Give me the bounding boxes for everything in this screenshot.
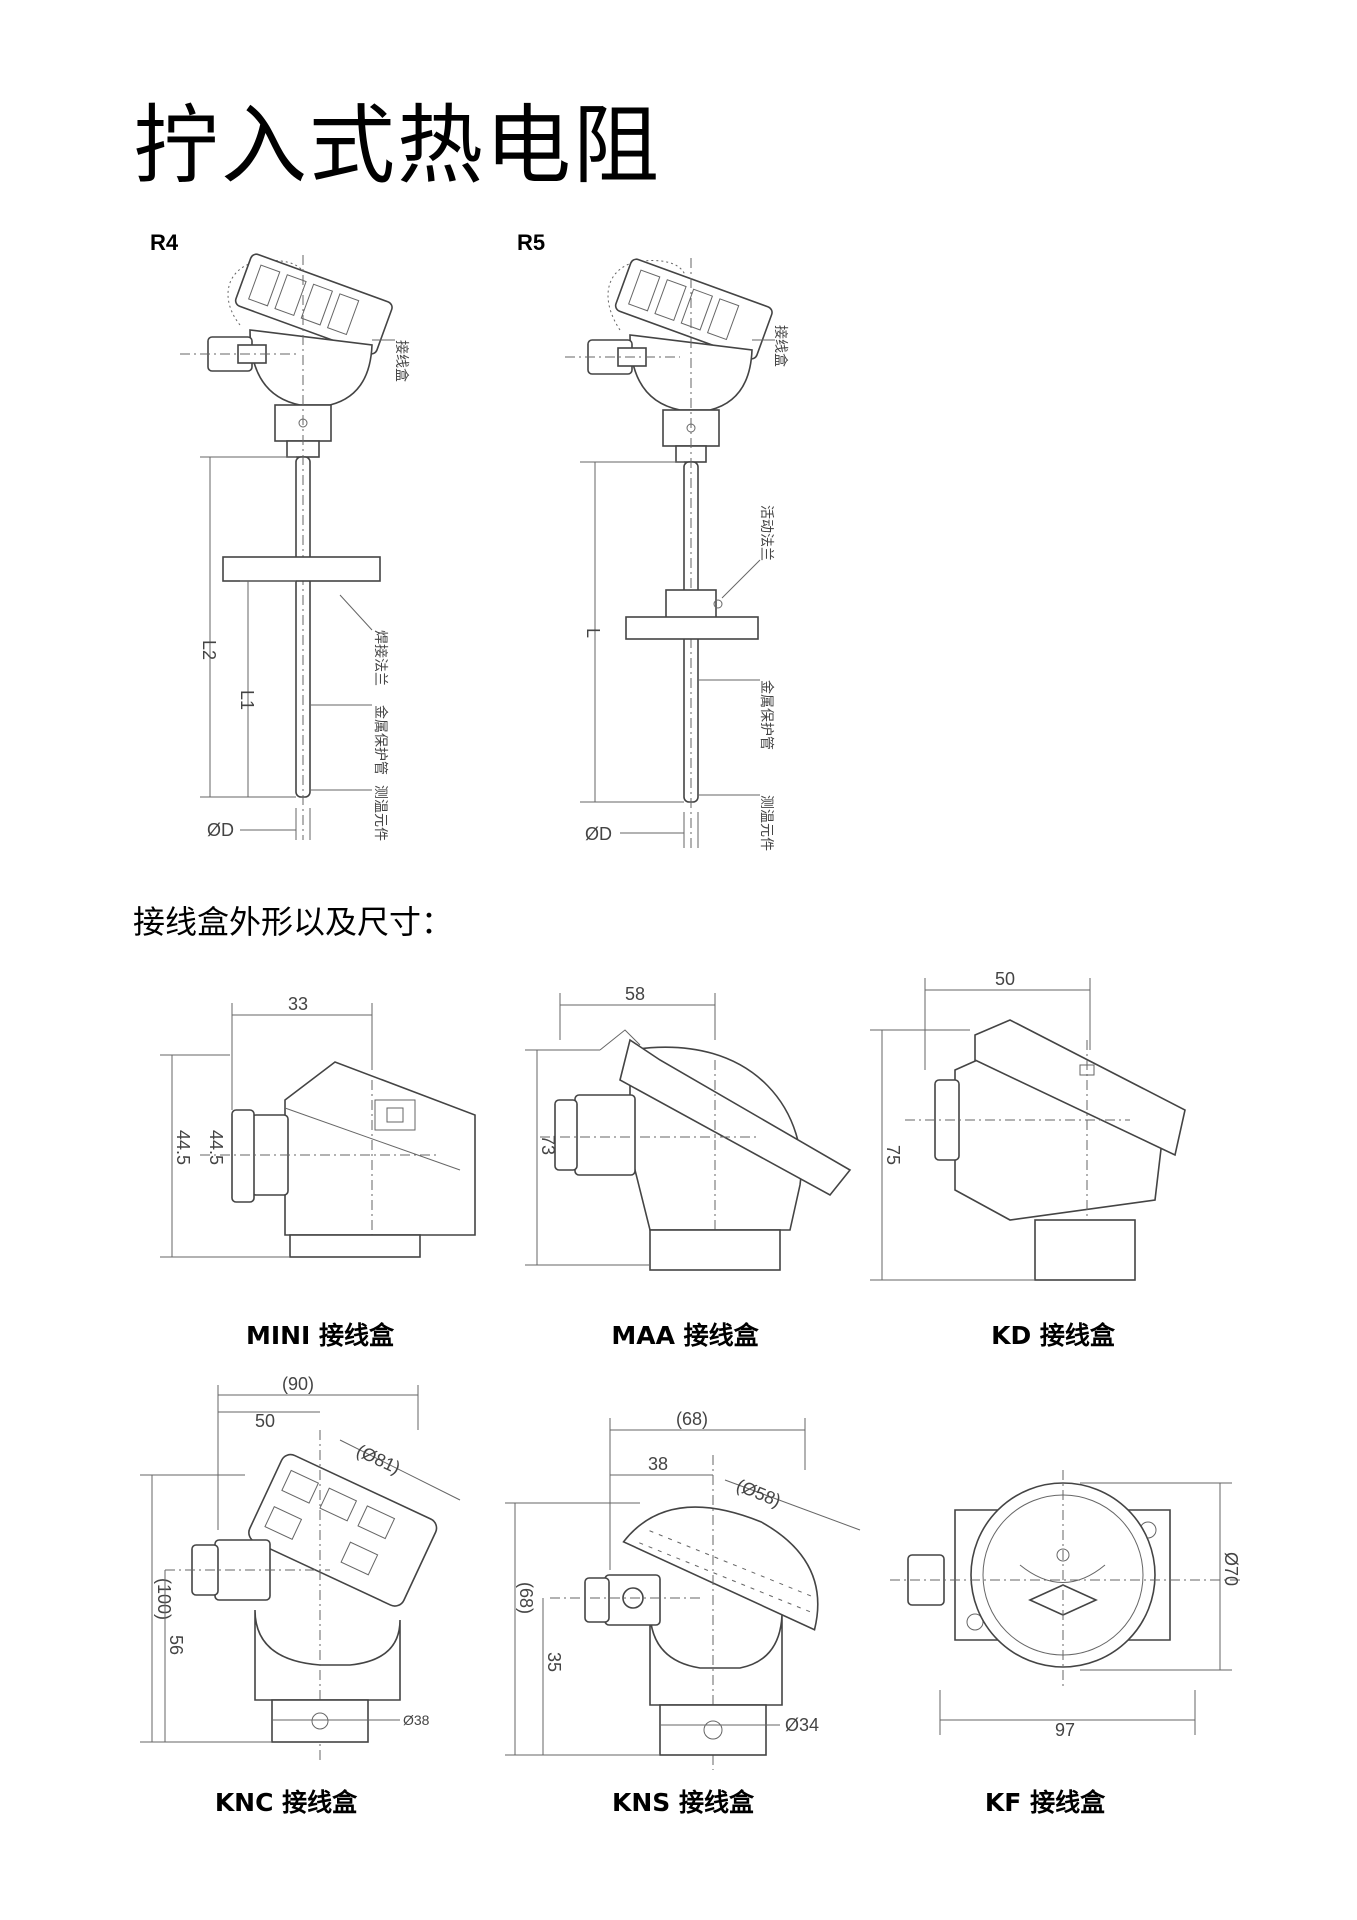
knc-box-drawing: (90) 50 (Ø81) (100) 56 Ø38: [140, 1374, 461, 1760]
mini-dim-width: 33: [288, 994, 308, 1014]
dim-l1: L1: [237, 690, 257, 710]
kd-dim-width: 50: [995, 969, 1015, 989]
model-label-r5: R5: [517, 230, 546, 255]
kns-dim-half-width: 38: [648, 1454, 668, 1474]
kns-dim-total-height: (68): [516, 1582, 536, 1614]
kf-dim-width: 97: [1055, 1720, 1075, 1740]
page-title: 拧入式热电阻: [133, 96, 661, 196]
kf-dim-dia: Ø70: [1221, 1552, 1241, 1586]
caption-kd: KD 接线盒: [991, 1321, 1115, 1350]
callout-r4-flange: 焊接法兰: [373, 630, 389, 686]
callout-r4-junction-box: 接线盒: [394, 340, 410, 382]
model-label-r4: R4: [150, 230, 179, 255]
knc-dim-half-width: 50: [255, 1411, 275, 1431]
dim-d-r4: ØD: [207, 820, 234, 840]
mini-dim-height-inner: 44.5: [206, 1130, 226, 1165]
section-heading: 接线盒外形以及尺寸：: [133, 903, 454, 941]
caption-kf: KF 接线盒: [984, 1788, 1106, 1817]
r5-drawing: L ØD 接线盒 活动法兰 金属保护管 测温元件: [565, 258, 789, 851]
callout-r5-tube: 金属保护管: [759, 680, 775, 750]
maa-box-drawing: 58 73: [525, 984, 852, 1271]
dim-d-r5: ØD: [585, 824, 612, 844]
kf-box-drawing: Ø70 97: [890, 1470, 1241, 1740]
maa-dim-height: 73: [538, 1135, 558, 1155]
kd-dim-height: 75: [883, 1145, 903, 1165]
caption-mini: MINI 接线盒: [245, 1321, 395, 1350]
callout-r5-junction-box: 接线盒: [773, 325, 789, 367]
kd-box-drawing: 50 75: [870, 969, 1186, 1281]
caption-kns: KNS 接线盒: [611, 1788, 754, 1817]
kns-dim-cover-dia: (Ø58): [734, 1475, 784, 1511]
mini-box-drawing: 33 44.5 44.5: [160, 994, 476, 1258]
kns-dim-total-width: (68): [676, 1409, 708, 1429]
knc-dim-total-height: (100): [154, 1578, 174, 1620]
knc-dim-axis-height: 56: [166, 1635, 186, 1655]
callout-r5-element: 测温元件: [759, 795, 775, 851]
callout-r4-element: 测温元件: [373, 785, 389, 841]
knc-dim-neck-dia: Ø38: [403, 1712, 430, 1728]
kns-dim-neck-dia: Ø34: [785, 1715, 819, 1735]
r4-drawing: L2 L1 ØD 接线盒 焊接法兰 金属保护管 测温元件: [180, 253, 410, 841]
knc-dim-cover-dia: (Ø81): [353, 1440, 403, 1478]
caption-knc: KNC 接线盒: [214, 1788, 358, 1817]
caption-maa: MAA 接线盒: [611, 1321, 759, 1350]
kns-box-drawing: (68) 38 (Ø58) (68) 35 Ø34: [505, 1409, 861, 1770]
mini-dim-height: 44.5: [173, 1130, 193, 1165]
dim-l: L: [583, 628, 603, 638]
callout-r4-tube: 金属保护管: [373, 705, 389, 775]
dim-l2: L2: [199, 640, 219, 660]
kns-dim-axis-height: 35: [544, 1652, 564, 1672]
knc-dim-total-width: (90): [282, 1374, 314, 1394]
maa-dim-width: 58: [625, 984, 645, 1004]
callout-r5-flange: 活动法兰: [759, 505, 775, 561]
